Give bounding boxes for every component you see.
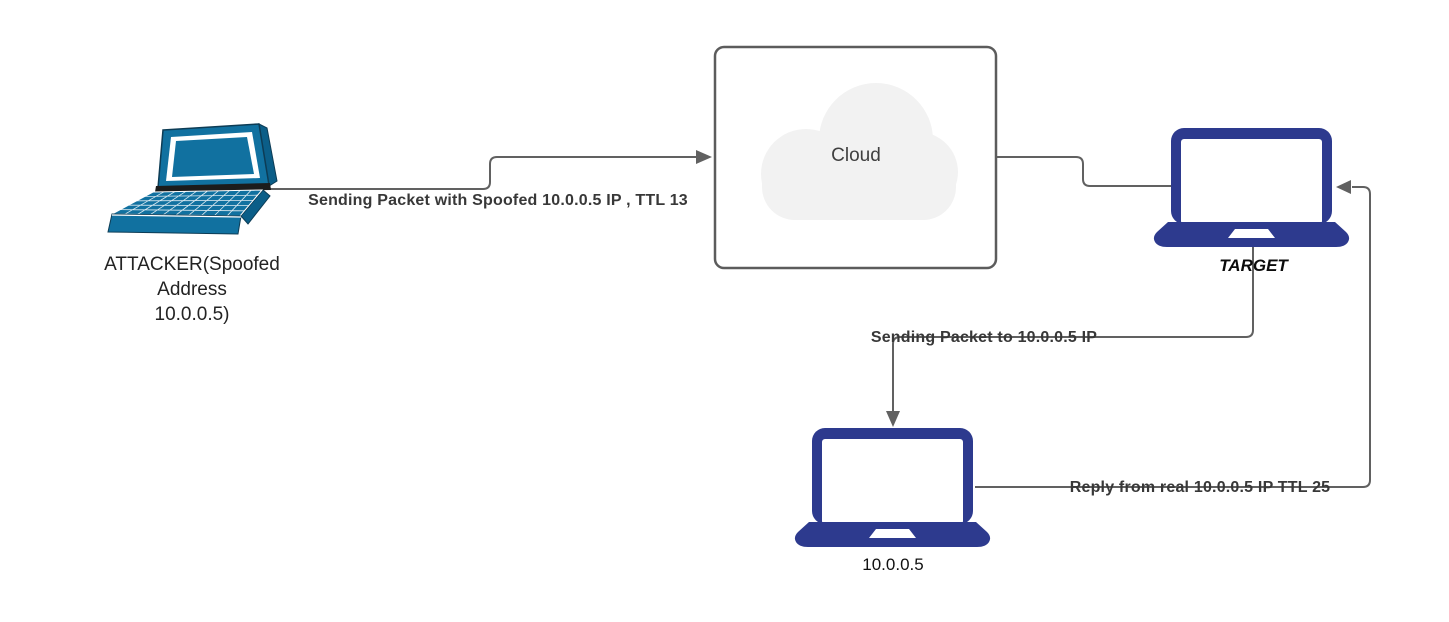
arrowhead-into-cloud-icon: [696, 150, 712, 164]
target-laptop-icon: [1153, 128, 1350, 247]
attacker-label-line-2: Address: [157, 279, 227, 300]
cloud-icon: [761, 83, 958, 220]
arrowhead-into-target-icon: [1336, 180, 1351, 194]
realhost-laptop-icon: [794, 428, 991, 547]
attacker-label-line-1: ATTACKER(Spoofed: [104, 254, 280, 275]
realhost-node-label: 10.0.0.5: [862, 555, 924, 574]
connector-arrowheads: [696, 150, 1351, 427]
attacker-laptop-icon: [107, 123, 278, 235]
edge-label-target-to-realhost: Sending Packet to 10.0.0.5 IP: [870, 329, 1098, 346]
connector-lines: [266, 156, 1371, 488]
edge-target-to-realhost-line: [892, 246, 1254, 411]
cloud-node-label: Cloud: [831, 145, 881, 166]
arrowhead-into-realhost-icon: [886, 411, 900, 427]
edge-label-attacker-to-cloud: Sending Packet with Spoofed 10.0.0.5 IP …: [308, 192, 688, 209]
attacker-node-label: ATTACKER(Spoofed Address 10.0.0.5): [88, 252, 296, 327]
edge-label-realhost-to-target: Reply from real 10.0.0.5 IP TTL 25: [1069, 479, 1331, 496]
edge-realhost-to-target-line: [975, 186, 1371, 488]
edge-cloud-to-target-line: [996, 156, 1171, 187]
attacker-label-line-3: 10.0.0.5): [154, 304, 230, 325]
target-node-label: TARGET: [1219, 256, 1288, 275]
edge-attacker-to-cloud-line: [266, 156, 697, 190]
